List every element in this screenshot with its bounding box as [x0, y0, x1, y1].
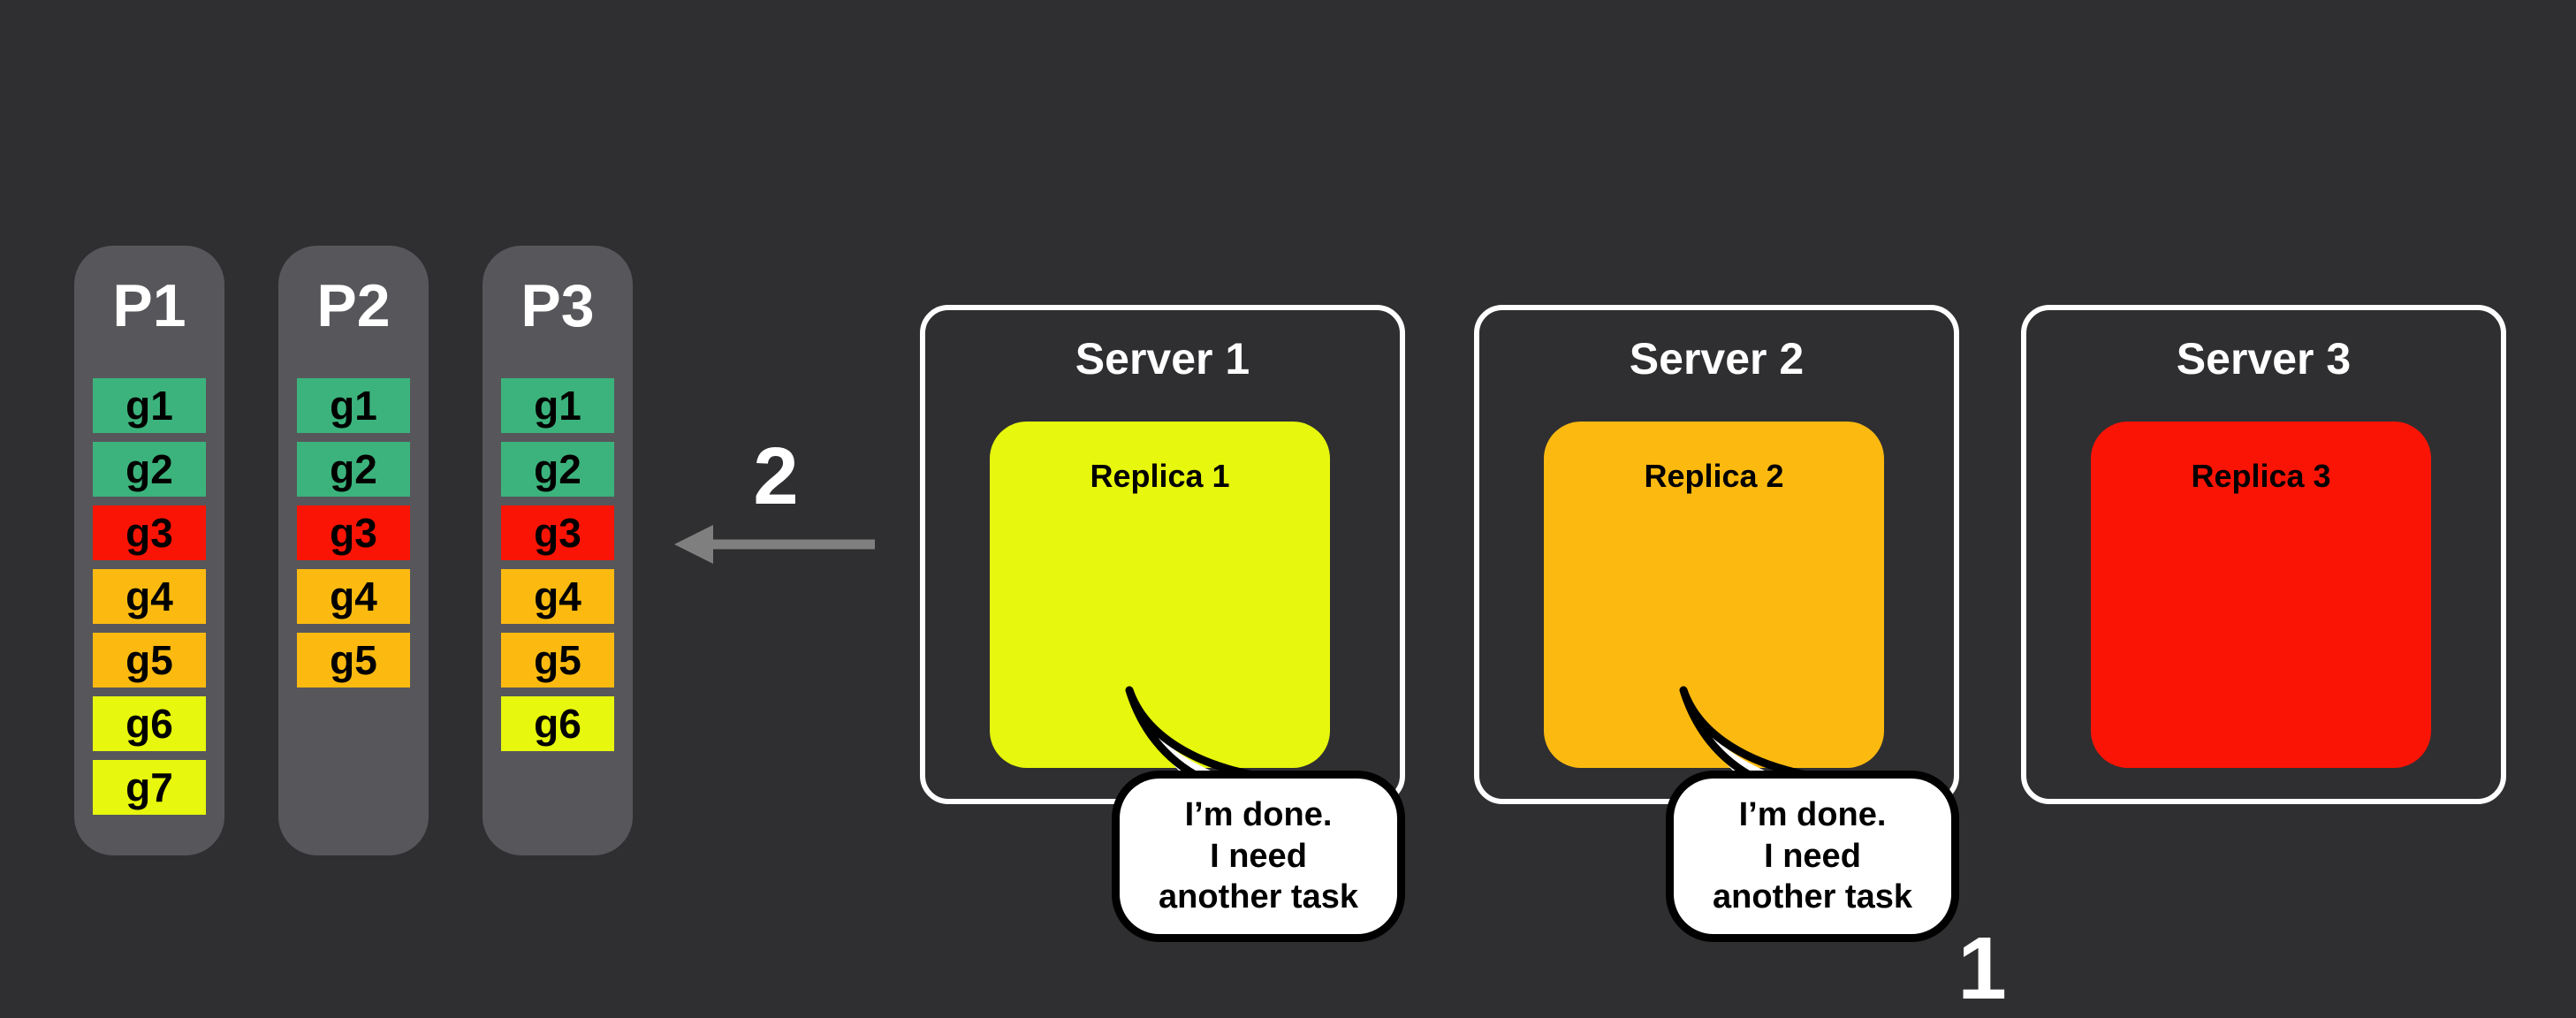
process-column-P2: P2 g1 g2 g3 g4 g5 — [278, 246, 429, 855]
task-block-P2-g2: g2 — [297, 442, 410, 497]
speech-bubble-server-1: I’m done. I need another task — [1112, 771, 1405, 942]
process-column-title: P2 — [316, 272, 391, 339]
task-block-P3-g3: g3 — [501, 505, 614, 560]
task-block-P3-g4: g4 — [501, 569, 614, 624]
task-block-P2-g3: g3 — [297, 505, 410, 560]
replica-1: Replica 1 — [990, 422, 1330, 768]
server-title: Server 3 — [2176, 334, 2352, 384]
task-block-P1-g1: g1 — [93, 378, 206, 433]
arrow-shaft — [708, 539, 875, 550]
process-column-P3: P3 g1 g2 g3 g4 g5 g6 — [483, 246, 633, 855]
replica-2: Replica 2 — [1544, 422, 1884, 768]
server-title: Server 2 — [1629, 334, 1805, 384]
task-block-P3-g6: g6 — [501, 696, 614, 751]
task-block-P2-g4: g4 — [297, 569, 410, 624]
task-block-P1-g3: g3 — [93, 505, 206, 560]
task-block-P1-g5: g5 — [93, 633, 206, 688]
process-column-title: P3 — [521, 272, 595, 339]
task-block-P2-g1: g1 — [297, 378, 410, 433]
arrow-left-icon — [674, 525, 875, 564]
replica-3: Replica 3 — [2091, 422, 2431, 768]
task-block-P1-g4: g4 — [93, 569, 206, 624]
replica-label: Replica 1 — [1090, 458, 1230, 494]
server-title: Server 1 — [1075, 334, 1250, 384]
step-1-label: 1 — [1957, 919, 2007, 1018]
task-list: g1 g2 g3 g4 g5 g6 — [501, 378, 614, 760]
process-column-title: P1 — [112, 272, 186, 339]
replica-label: Replica 3 — [2191, 458, 2331, 494]
server-box-2: Server 2 Replica 2 — [1474, 305, 1959, 804]
task-block-P2-g5: g5 — [297, 633, 410, 688]
arrow-head — [674, 525, 713, 564]
task-list: g1 g2 g3 g4 g5 — [297, 378, 410, 696]
task-block-P1-g6: g6 — [93, 696, 206, 751]
task-block-P1-g2: g2 — [93, 442, 206, 497]
process-column-P1: P1 g1 g2 g3 g4 g5 g6 g7 — [74, 246, 224, 855]
task-block-P1-g7: g7 — [93, 760, 206, 815]
task-scheduling-diagram: P1 g1 g2 g3 g4 g5 g6 g7 P2 g1 g2 g3 g4 g5 P3 g1 g2 g3 g4 g5… — [74, 246, 2506, 1013]
speech-bubble-server-2: I’m done. I need another task — [1666, 771, 1959, 942]
server-box-3: Server 3 Replica 3 — [2021, 305, 2506, 804]
task-block-P3-g2: g2 — [501, 442, 614, 497]
task-block-P3-g5: g5 — [501, 633, 614, 688]
replica-label: Replica 2 — [1644, 458, 1784, 494]
task-block-P3-g1: g1 — [501, 378, 614, 433]
task-list: g1 g2 g3 g4 g5 g6 g7 — [93, 378, 206, 824]
step-2-label: 2 — [753, 431, 799, 521]
